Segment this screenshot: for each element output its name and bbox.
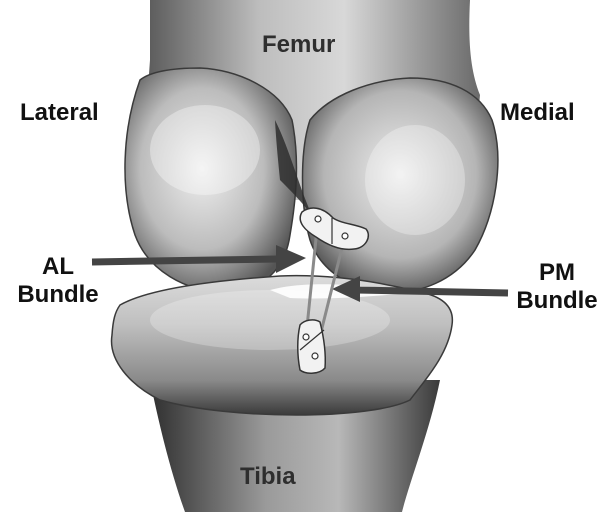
label-al-bundle: AL Bundle <box>14 253 102 309</box>
label-pm-line1: PM <box>510 259 604 287</box>
femur-highlight-lateral <box>150 105 260 195</box>
label-pm-bundle: PM Bundle <box>510 259 604 315</box>
femur-highlight-medial <box>365 125 465 235</box>
label-lateral: Lateral <box>20 99 99 127</box>
label-al-line1: AL <box>14 253 102 281</box>
tibial-footprint <box>298 320 326 373</box>
label-al-line2: Bundle <box>14 281 102 309</box>
label-medial: Medial <box>500 99 575 127</box>
label-tibia: Tibia <box>240 463 296 491</box>
label-pm-line2: Bundle <box>510 287 604 315</box>
label-femur: Femur <box>262 31 335 59</box>
